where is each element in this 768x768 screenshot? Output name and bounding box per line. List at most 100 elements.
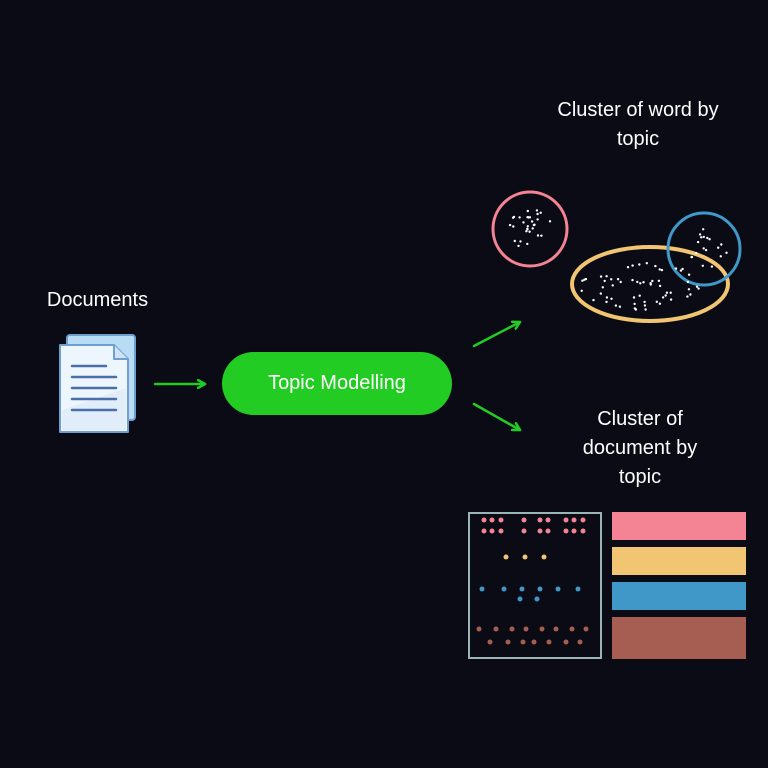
brown-topic-bar <box>612 617 746 659</box>
word-dot <box>580 289 583 292</box>
document-dot <box>580 517 586 523</box>
word-dot <box>702 228 705 231</box>
word-dot <box>696 240 700 244</box>
word-dot <box>700 236 703 239</box>
document-dot <box>539 626 545 632</box>
word-dot <box>697 287 700 290</box>
word-dot <box>702 247 705 250</box>
document-dot <box>546 639 552 645</box>
word-dot <box>719 255 722 258</box>
word-dot <box>616 278 620 281</box>
document-dot <box>534 596 540 602</box>
word-dot <box>706 236 709 240</box>
word-dot <box>548 220 552 223</box>
document-dot <box>575 586 581 592</box>
word-dot <box>686 295 689 298</box>
word-dot <box>508 223 512 227</box>
word-dot <box>526 209 529 213</box>
document-dot <box>569 626 575 632</box>
word-dot <box>536 212 539 216</box>
word-dot <box>643 300 646 304</box>
document-dot <box>519 586 525 592</box>
word-dot <box>526 225 529 228</box>
word-dot <box>725 251 728 254</box>
document-dot <box>545 517 551 523</box>
document-dot <box>522 554 528 560</box>
arrow-up-right-icon <box>472 322 522 348</box>
blue-topic-bar <box>612 582 746 610</box>
word-dot <box>583 278 586 281</box>
word-dot <box>533 223 536 226</box>
document-dot <box>498 517 504 523</box>
word-dot <box>634 308 638 311</box>
yellow-topic-cluster <box>570 245 730 323</box>
word-dot <box>669 291 672 294</box>
document-dot <box>481 528 487 534</box>
word-dot <box>618 305 622 308</box>
word-dot <box>603 279 606 283</box>
document-dot <box>498 528 504 534</box>
document-dot <box>479 586 485 592</box>
word-dot <box>531 227 534 230</box>
document-dot <box>545 528 551 534</box>
word-dot <box>665 291 669 294</box>
pink-topic-bar <box>612 512 746 540</box>
word-dot <box>527 216 530 219</box>
word-dot <box>611 284 614 287</box>
word-dot <box>674 267 678 270</box>
word-dot <box>643 304 647 307</box>
document-dot <box>503 554 509 560</box>
word-dot <box>610 297 613 300</box>
word-dot <box>644 308 647 311</box>
document-dot <box>489 528 495 534</box>
topic-modelling-button[interactable]: Topic Modelling <box>222 352 452 415</box>
word-dot <box>638 263 641 266</box>
word-dot <box>701 264 704 267</box>
word-dot <box>695 285 699 288</box>
word-dot <box>581 279 584 282</box>
document-dot <box>520 639 526 645</box>
word-dot <box>525 230 528 233</box>
word-dot <box>592 298 595 302</box>
arrow-down-right-icon <box>472 402 522 430</box>
word-cluster-graphic <box>491 190 742 323</box>
word-dot <box>658 302 662 305</box>
word-dot <box>535 209 539 212</box>
document-dot <box>583 626 589 632</box>
word-dot <box>536 234 540 237</box>
word-dot <box>654 264 657 268</box>
word-dot <box>687 288 691 291</box>
word-dot <box>530 220 534 223</box>
word-dot <box>626 266 630 269</box>
word-dot <box>513 239 516 243</box>
word-dot <box>633 302 636 306</box>
document-dot <box>501 586 507 592</box>
word-dot <box>518 216 521 219</box>
word-dot <box>540 234 543 237</box>
word-dot <box>655 300 658 303</box>
document-cluster-graphic <box>468 512 746 659</box>
word-dot <box>605 296 609 299</box>
document-dot <box>571 517 577 523</box>
word-dot <box>657 279 661 282</box>
document-dot <box>487 639 493 645</box>
topic-modelling-label: Topic Modelling <box>268 372 406 394</box>
word-dot <box>690 255 694 259</box>
word-dot <box>702 235 705 239</box>
word-dot <box>658 268 661 271</box>
word-dot <box>599 275 603 278</box>
word-dot <box>686 280 690 284</box>
word-dot <box>526 242 529 246</box>
word-dot <box>605 275 608 278</box>
document-frame <box>468 512 602 659</box>
document-dot <box>555 586 561 592</box>
word-dot <box>679 269 683 272</box>
document-dot <box>489 517 495 523</box>
document-cluster-label: Cluster of document by topic <box>582 408 698 488</box>
document-dot <box>563 517 569 523</box>
document-dot <box>493 626 499 632</box>
word-dot <box>539 211 542 214</box>
document-dot <box>537 528 543 534</box>
word-dot <box>610 278 613 281</box>
